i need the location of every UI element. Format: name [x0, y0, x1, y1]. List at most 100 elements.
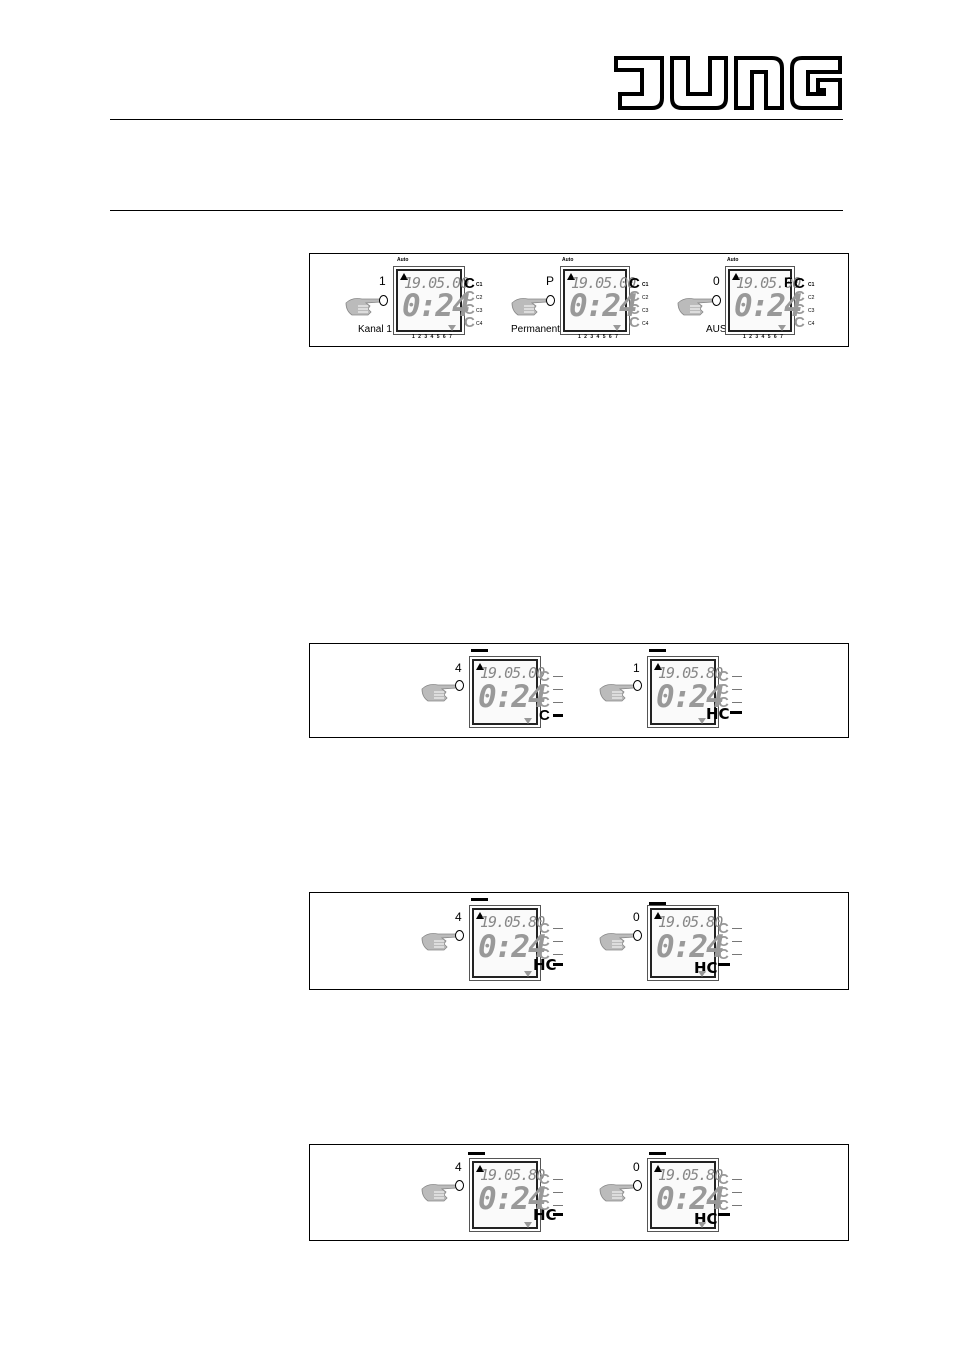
output-line	[732, 676, 742, 677]
channel-label: C2	[476, 295, 483, 301]
caption-kanal-1: Kanal 1	[358, 324, 392, 335]
channel-indicator-icon: C	[718, 1184, 729, 1201]
output-line	[732, 702, 742, 703]
channel-indicator-icon: C	[718, 946, 729, 963]
output-line	[730, 711, 742, 714]
channel-indicator-icon: C	[794, 288, 805, 305]
channel-indicator-icon: C	[794, 301, 805, 318]
section-rule	[110, 210, 843, 211]
lcd-date: 19.05.80	[658, 664, 723, 682]
hand-icon	[345, 298, 381, 316]
channel-indicator-icon: C	[629, 275, 640, 292]
lcd-display: 19.05.00 0:24	[393, 266, 471, 335]
pointer-up-icon	[654, 912, 662, 919]
pointer-down-icon	[448, 325, 456, 331]
key-label: 0	[633, 1160, 640, 1174]
key-label: 0	[633, 910, 640, 924]
output-line	[732, 1192, 742, 1193]
output-line	[553, 714, 563, 717]
channel-label: C2	[808, 295, 815, 301]
auto-label: Auto	[397, 257, 409, 263]
lcd-status: HC	[533, 956, 557, 974]
push-button[interactable]	[455, 930, 464, 941]
lcd-time: 0:24	[656, 929, 725, 965]
lcd-flag: F	[784, 274, 793, 290]
push-button[interactable]	[633, 930, 642, 941]
pointer-up-icon	[476, 912, 484, 919]
lcd-time: 0:24	[734, 288, 803, 324]
pointer-down-icon	[698, 718, 706, 724]
key-label: 4	[455, 661, 462, 675]
push-button[interactable]	[455, 680, 464, 691]
channel-indicator-icon: C	[539, 1197, 550, 1214]
output-line	[553, 1192, 563, 1193]
output-line	[718, 1213, 730, 1216]
push-button[interactable]	[546, 295, 555, 306]
header-rule	[110, 119, 843, 120]
channel-indicator-icon: C	[629, 288, 640, 305]
lcd-display: 19.05.00 F 0:24	[725, 266, 803, 335]
figure-panel-2: 4 19.05.00 0:24 C C C C 1 19.05.80 0:24 …	[309, 643, 849, 738]
push-button[interactable]	[712, 295, 721, 306]
lcd-display: 19.05.80 0:24 HC	[647, 1158, 725, 1232]
channel-label: C4	[808, 321, 815, 327]
push-button[interactable]	[633, 1180, 642, 1191]
mode-bar	[468, 1152, 485, 1155]
channel-indicator-icon: C	[539, 1184, 550, 1201]
pointer-up-icon	[476, 663, 484, 670]
lcd-status: HC	[706, 705, 730, 723]
lcd-time: 0:24	[656, 679, 725, 715]
lcd-display: 19.05.80 0:24 HC	[647, 905, 725, 981]
push-button[interactable]	[633, 680, 642, 691]
lcd-display: 19.05.00 0:24	[560, 266, 638, 335]
caption-aus: AUS	[706, 324, 727, 335]
push-button[interactable]	[379, 295, 388, 306]
output-line	[553, 689, 563, 690]
pointer-down-icon	[698, 971, 706, 977]
output-line	[553, 1213, 563, 1216]
lcd-date: 19.05.80	[480, 913, 545, 931]
channel-indicator-icon: C	[539, 920, 550, 937]
pointer-down-icon	[778, 325, 786, 331]
push-button[interactable]	[455, 1180, 464, 1191]
channel-indicator-icon: C	[718, 1197, 729, 1214]
pointer-up-icon	[476, 1165, 484, 1172]
key-label: 1	[379, 274, 386, 288]
auto-label: Auto	[727, 257, 739, 263]
channel-indicator-icon: C	[464, 288, 475, 305]
pointer-up-icon	[654, 1165, 662, 1172]
pointer-up-icon	[654, 663, 662, 670]
channel-indicator-icon: C	[464, 314, 475, 331]
key-label: 0	[713, 274, 720, 288]
channel-indicator-icon: C	[539, 707, 550, 724]
lcd-date: 19.05.80	[658, 913, 723, 931]
pointer-up-icon	[567, 273, 575, 280]
lcd-time: 0:24	[656, 1181, 725, 1217]
channel-indicator-icon: C	[794, 275, 805, 292]
lcd-status: HC	[533, 1206, 557, 1224]
channel-label: C1	[642, 282, 649, 288]
hand-icon	[421, 1184, 457, 1202]
channel-indicator-icon: C	[718, 668, 729, 685]
output-line	[553, 928, 563, 929]
lcd-time: 0:24	[569, 288, 638, 324]
figure-panel-1: Auto 1 Kanal 1 19.05.00 0:24 C C C C C1 …	[309, 253, 849, 347]
channel-indicator-icon: C	[539, 1171, 550, 1188]
hand-icon	[599, 933, 635, 951]
caption-permanent: Permanent	[511, 324, 560, 335]
output-line	[553, 954, 563, 955]
pointer-up-icon	[732, 273, 740, 280]
channel-indicator-icon: C	[539, 946, 550, 963]
output-line	[732, 1205, 742, 1206]
key-label: P	[546, 274, 555, 288]
pointer-down-icon	[698, 1222, 706, 1228]
lcd-date: 19.05.00	[571, 274, 636, 292]
channel-label: C1	[476, 282, 483, 288]
output-line	[732, 954, 742, 955]
output-line	[732, 1179, 742, 1180]
lcd-time: 0:24	[478, 679, 547, 715]
channel-indicator-icon: C	[794, 314, 805, 331]
lcd-date: 19.05.00	[480, 664, 545, 682]
channel-indicator-icon: C	[718, 1171, 729, 1188]
channel-indicator-icon: C	[464, 275, 475, 292]
